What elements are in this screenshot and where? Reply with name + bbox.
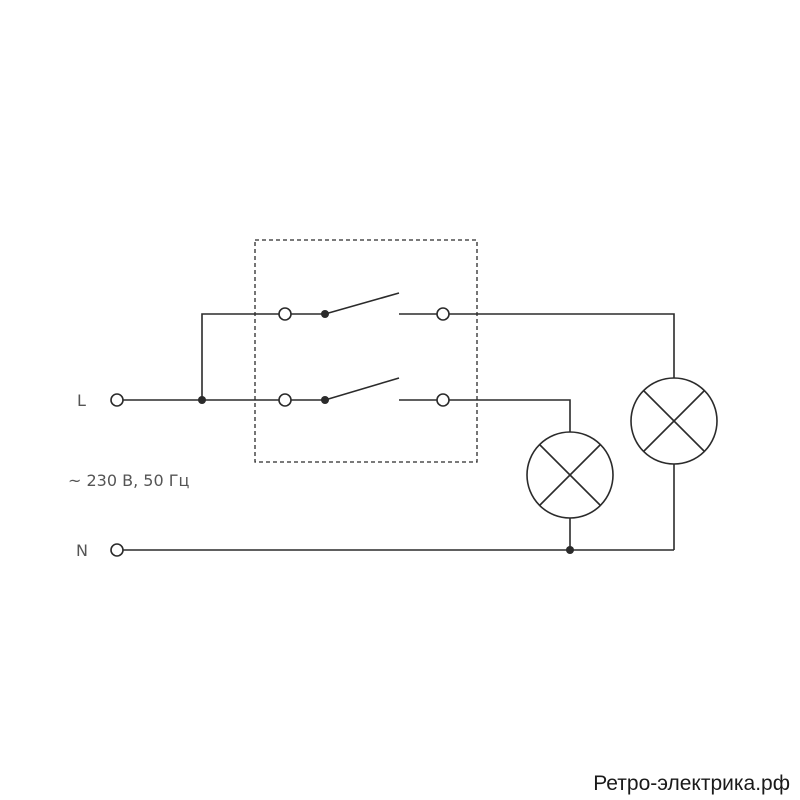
wire-phase-branch: [201, 313, 279, 400]
switch1-pivot: [321, 310, 329, 318]
switch2-lever: [324, 377, 400, 401]
terminal-switch1-in: [278, 307, 292, 321]
terminal-switch1-out: [436, 307, 450, 321]
label-supply: ~ 230 В, 50 Гц: [68, 471, 189, 490]
wire-to-lamp1: [449, 399, 571, 432]
switch-enclosure: [254, 239, 478, 463]
lamp-1: [526, 431, 614, 519]
label-neutral: N: [76, 541, 88, 560]
label-phase: L: [77, 391, 86, 410]
terminal-switch2-out: [436, 393, 450, 407]
terminal-switch2-in: [278, 393, 292, 407]
junction-neutral: [566, 546, 574, 554]
switch2-pivot: [321, 396, 329, 404]
wire-to-lamp2: [449, 313, 675, 378]
junction-phase: [198, 396, 206, 404]
lamp-2: [630, 377, 718, 465]
terminal-neutral: [110, 543, 124, 557]
terminal-phase: [110, 393, 124, 407]
watermark: Ретро-электрика.рф: [593, 772, 790, 795]
switch1-lever: [324, 292, 400, 315]
